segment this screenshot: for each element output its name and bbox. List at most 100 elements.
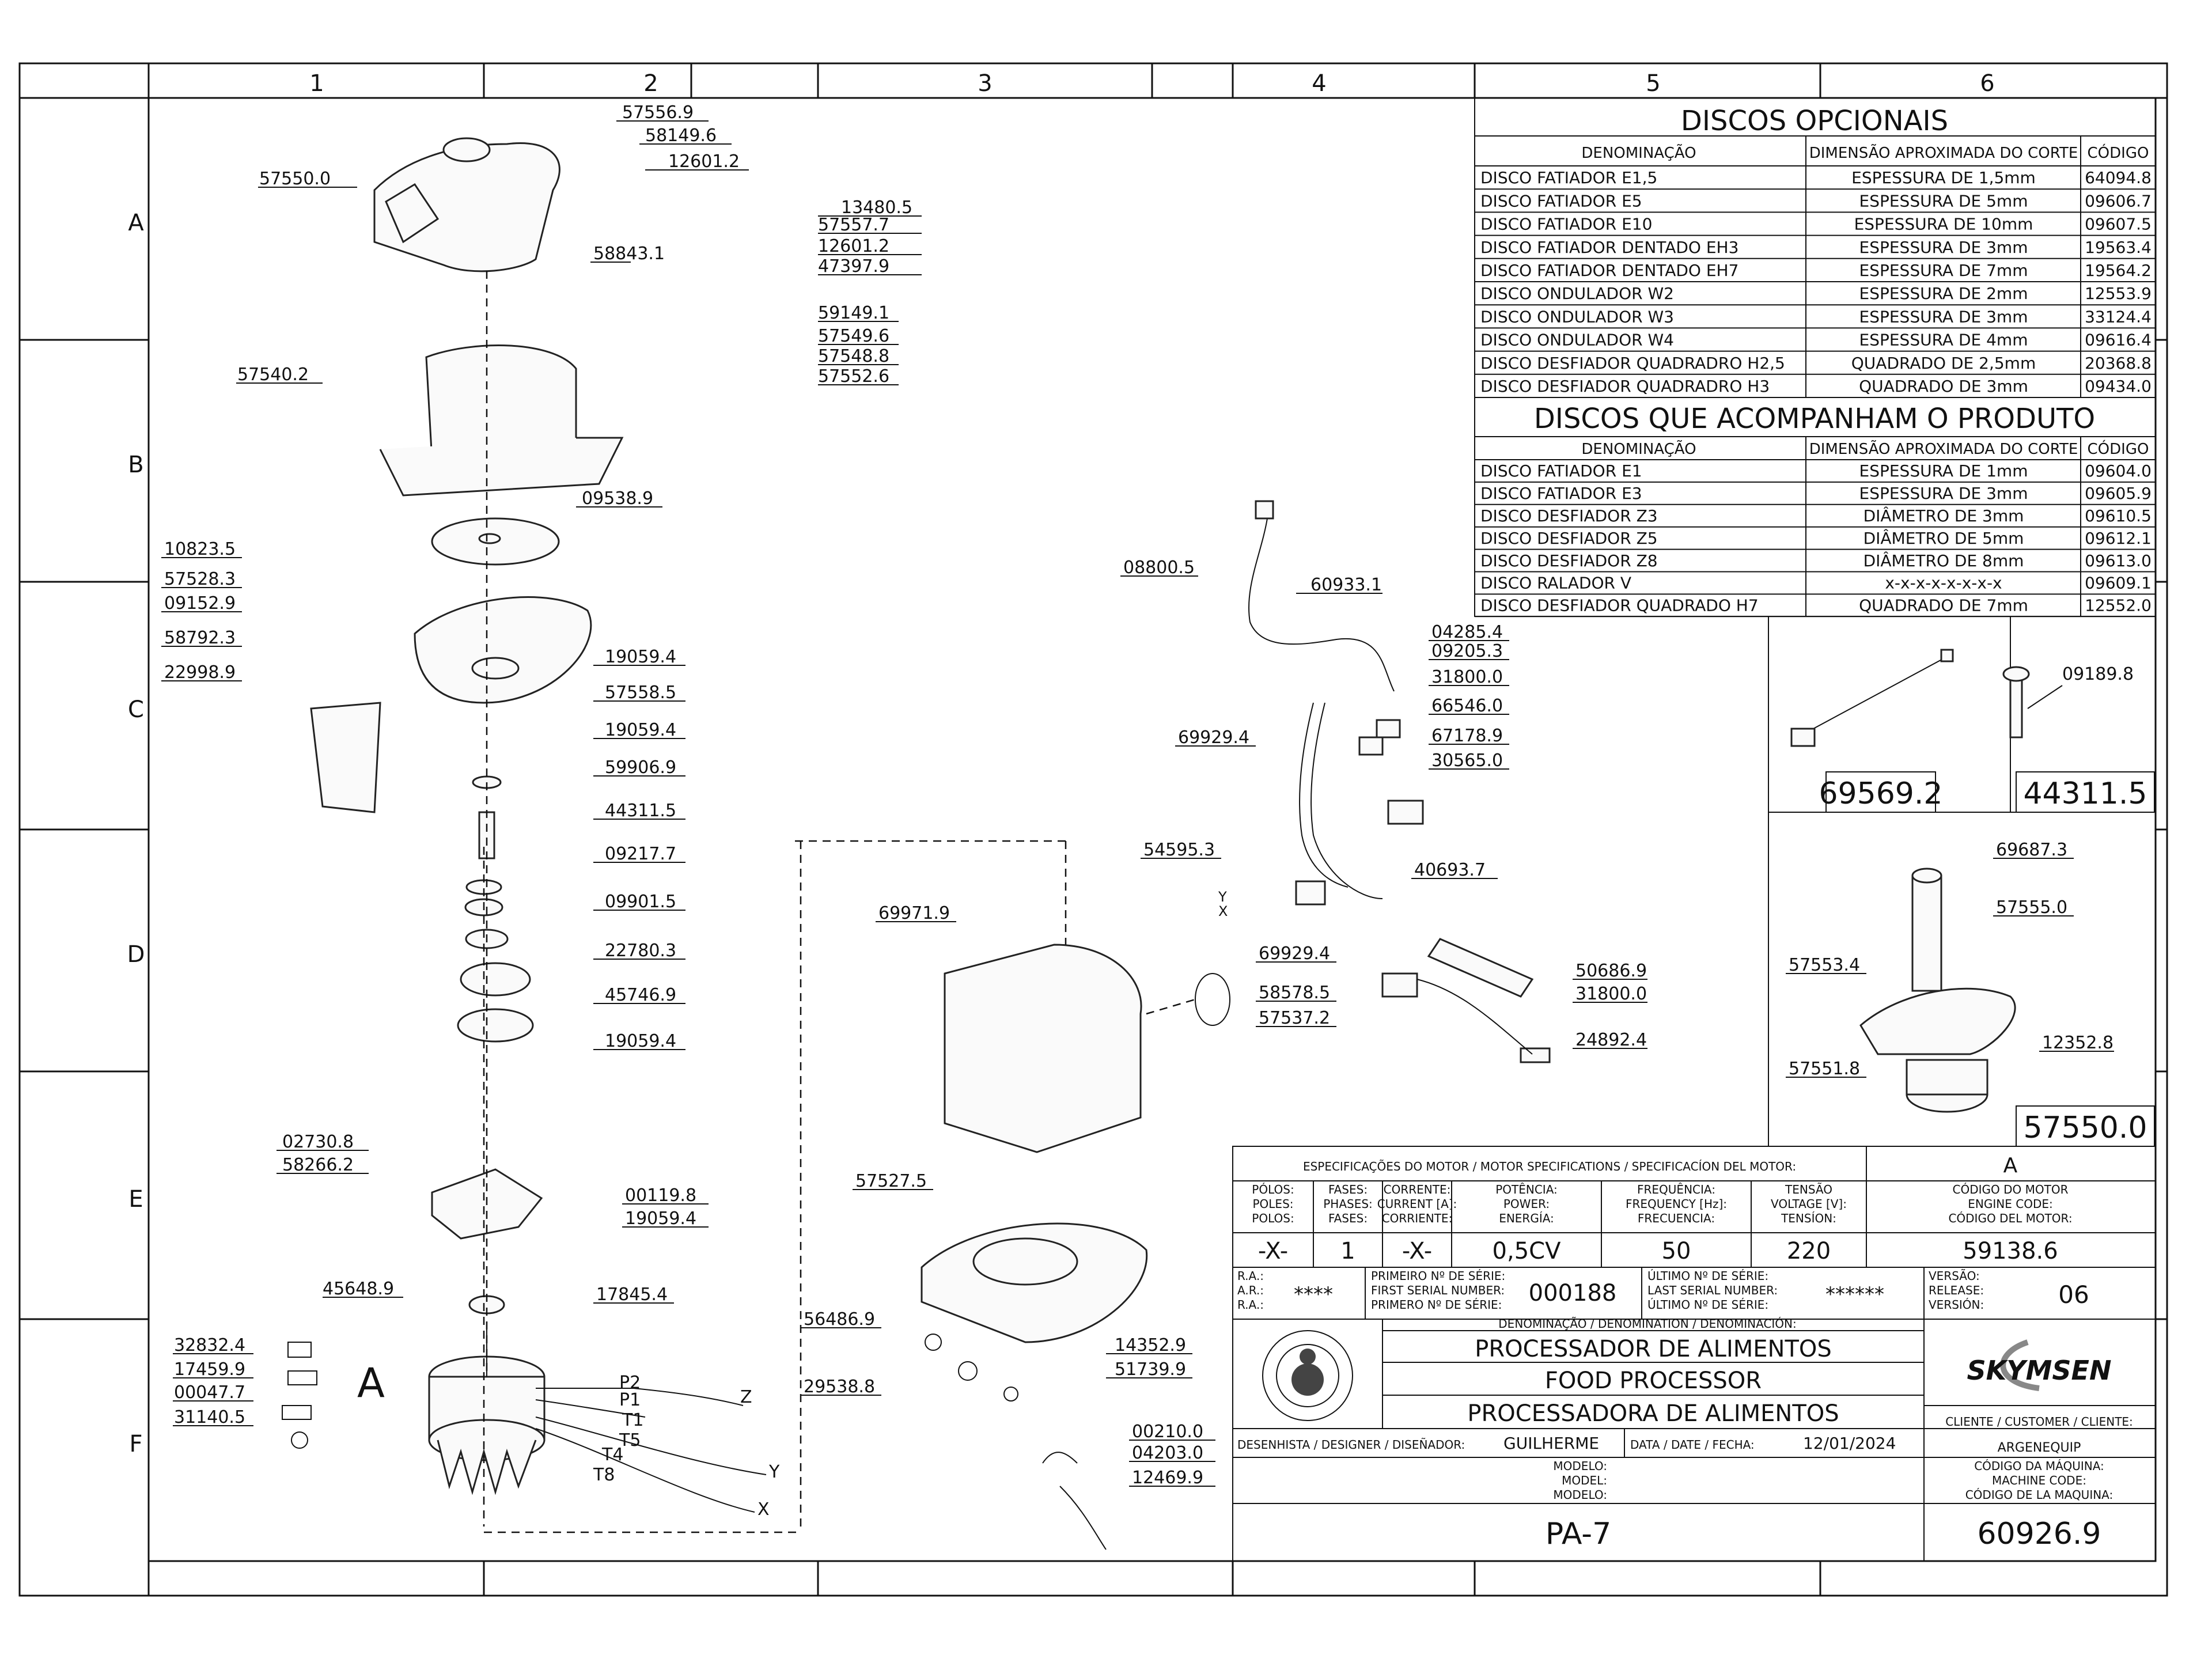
- grid-row-e: E: [128, 1186, 143, 1213]
- optional-discs-cell-name: DISCO FATIADOR DENTADO EH7: [1480, 261, 1738, 280]
- current-header-pt: CORRENTE:: [1384, 1183, 1451, 1196]
- client-value: ARGENEQUIP: [1998, 1441, 2081, 1455]
- optional-discs-cell-code: 12553.9: [2085, 284, 2152, 303]
- optional-discs-cell-name: DISCO DESFIADOR QUADRADRO H2,5: [1480, 354, 1785, 373]
- first-serial-value: 000188: [1529, 1280, 1617, 1306]
- optional-discs-cell-dimension: ESPESSURA DE 5mm: [1859, 191, 2028, 210]
- label-57558-5: 57558.5: [605, 683, 676, 703]
- label-57527-5: 57527.5: [855, 1171, 927, 1191]
- included-discs-cell-code: 09609.1: [2085, 574, 2152, 593]
- grid-col-4: 4: [1312, 70, 1326, 97]
- designer-label: DESENHISTA / DESIGNER / DISEÑADOR:: [1237, 1438, 1465, 1452]
- label-00047-7: 00047.7: [174, 1382, 245, 1403]
- label-69929-4: 69929.4: [1178, 728, 1249, 748]
- version-value: 06: [2058, 1281, 2089, 1309]
- label-57540-2: 57540.2: [237, 365, 309, 385]
- label-51739-9: 51739.9: [1115, 1359, 1186, 1380]
- label-14352-9: 14352.9: [1115, 1335, 1186, 1355]
- included-header-dimension: DIMENSÃO APROXIMADA DO CORTE: [1809, 440, 2078, 458]
- label-57552-6: 57552.6: [818, 366, 889, 387]
- included-discs-cell-name: DISCO DESFIADOR QUADRADO H7: [1480, 596, 1759, 615]
- included-discs-cell-dimension: DIÂMETRO DE 8mm: [1863, 551, 2024, 570]
- wire-p2: P2: [619, 1373, 641, 1393]
- included-header-name: DENOMINAÇÃO: [1581, 440, 1696, 458]
- label-57557-7: 57557.7: [818, 215, 889, 235]
- ra-label-pt: R.A.:: [1237, 1269, 1264, 1283]
- included-discs-cell-name: DISCO DESFIADOR Z3: [1480, 506, 1658, 525]
- grid-row-c: C: [128, 696, 144, 723]
- ra-label-en: A.R.:: [1237, 1283, 1264, 1297]
- label-45746-9: 45746.9: [605, 985, 676, 1005]
- label-30565-0: 30565.0: [1431, 751, 1503, 771]
- label-67178-9: 67178.9: [1431, 726, 1503, 746]
- optional-discs-cell-dimension: QUADRADO DE 3mm: [1859, 377, 2028, 396]
- optional-discs-cell-dimension: ESPESSURA DE 2mm: [1859, 284, 2028, 303]
- optional-discs-cell-dimension: ESPESSURA DE 3mm: [1859, 307, 2028, 326]
- optional-discs-cell-name: DISCO FATIADOR E1,5: [1480, 168, 1657, 187]
- wire-t4: T4: [601, 1445, 623, 1465]
- optional-discs-cell-name: DISCO FATIADOR DENTADO EH3: [1480, 238, 1738, 257]
- label-31140-5: 31140.5: [174, 1407, 245, 1427]
- ra-value: ****: [1294, 1283, 1333, 1306]
- designer-value: GUILHERME: [1503, 1434, 1599, 1453]
- label-58843-1: 58843.1: [593, 244, 665, 264]
- engine-code-header-pt: CÓDIGO DO MOTOR: [1953, 1183, 2069, 1196]
- label-56486-9: 56486.9: [804, 1309, 875, 1330]
- included-discs-cell-code: 09610.5: [2085, 506, 2152, 525]
- grid-col-6: 6: [1980, 70, 1994, 97]
- label-09152-9: 09152.9: [164, 593, 236, 613]
- optional-discs-cell-dimension: ESPESSURA DE 7mm: [1859, 261, 2028, 280]
- wire-t1: T1: [622, 1410, 643, 1430]
- first-serial-label-es: PRIMERO Nº DE SÉRIE:: [1371, 1298, 1502, 1312]
- last-serial-label-pt: ÚLTIMO Nº DE SÉRIE:: [1647, 1269, 1768, 1283]
- machine-code-label-es: CÓDIGO DE LA MAQUINA:: [1965, 1488, 2113, 1502]
- grid-col-3: 3: [978, 70, 992, 97]
- detail-label-57551-8: 57551.8: [1789, 1059, 1860, 1079]
- switch-x: X: [1218, 903, 1228, 919]
- label-69971-9: 69971.9: [878, 903, 950, 923]
- label-04203-0: 04203.0: [1132, 1443, 1203, 1463]
- motor-letter: A: [357, 1359, 385, 1407]
- label-02730-8: 02730.8: [282, 1132, 354, 1152]
- freq-header-pt: FREQUÊNCIA:: [1637, 1183, 1715, 1196]
- freq-header-en: FREQUENCY [Hz]:: [1626, 1197, 1727, 1211]
- included-discs-cell-name: DISCO FATIADOR E1: [1480, 461, 1642, 480]
- wire-x: X: [757, 1499, 770, 1520]
- optional-discs-cell-dimension: QUADRADO DE 2,5mm: [1851, 354, 2036, 373]
- optional-header-code: CÓDIGO: [2088, 143, 2149, 162]
- label-69929-4-b: 69929.4: [1259, 944, 1330, 964]
- label-09217-7: 09217.7: [605, 844, 676, 864]
- label-59149-1: 59149.1: [818, 303, 889, 323]
- label-31800-0-b: 31800.0: [1575, 984, 1647, 1004]
- label-10823-5: 10823.5: [164, 539, 236, 559]
- model-label-pt: MODELO:: [1553, 1459, 1607, 1473]
- included-discs-cell-code: 09612.1: [2085, 529, 2152, 548]
- included-discs-cell-name: DISCO RALADOR V: [1480, 574, 1631, 593]
- brand-name: SKYMSEN: [1967, 1355, 2112, 1386]
- product-name-en: FOOD PROCESSOR: [1545, 1368, 1762, 1394]
- optional-discs-cell-name: DISCO DESFIADOR QUADRADRO H3: [1480, 377, 1770, 396]
- power-header-es: ENERGÍA:: [1499, 1211, 1554, 1225]
- model-label-es: MODELO:: [1553, 1488, 1607, 1502]
- poles-header-pt: PÓLOS:: [1252, 1183, 1294, 1196]
- label-54595-3: 54595.3: [1143, 840, 1215, 860]
- model-label-en: MODEL:: [1562, 1474, 1607, 1487]
- label-29538-8: 29538.8: [804, 1377, 875, 1397]
- wire-t8: T8: [593, 1465, 615, 1485]
- optional-discs-cell-dimension: ESPESSURA DE 1,5mm: [1851, 168, 2036, 187]
- optional-discs-cell-code: 19564.2: [2085, 261, 2152, 280]
- included-discs-cell-dimension: ESPESSURA DE 1mm: [1859, 461, 2028, 480]
- detail-label-12352-8: 12352.8: [2042, 1033, 2113, 1053]
- label-22998-9: 22998.9: [164, 662, 236, 683]
- power-value: 0,5CV: [1493, 1238, 1562, 1264]
- optional-discs-cell-code: 09607.5: [2085, 215, 2152, 234]
- version-label-es: VERSIÓN:: [1929, 1298, 1984, 1312]
- grid-row-a: A: [128, 210, 144, 236]
- included-discs-cell-dimension: DIÂMETRO DE 5mm: [1863, 528, 2024, 548]
- discs-tables: DISCOS OPCIONAIS DENOMINAÇÃO DIMENSÃO AP…: [1474, 97, 2156, 618]
- optional-discs-cell-code: 64094.8: [2085, 168, 2152, 187]
- label-45648-9: 45648.9: [323, 1279, 394, 1299]
- optional-discs-cell-code: 33124.4: [2085, 307, 2152, 326]
- last-serial-label-en: LAST SERIAL NUMBER:: [1647, 1283, 1778, 1297]
- label-12601-2: 12601.2: [668, 151, 740, 172]
